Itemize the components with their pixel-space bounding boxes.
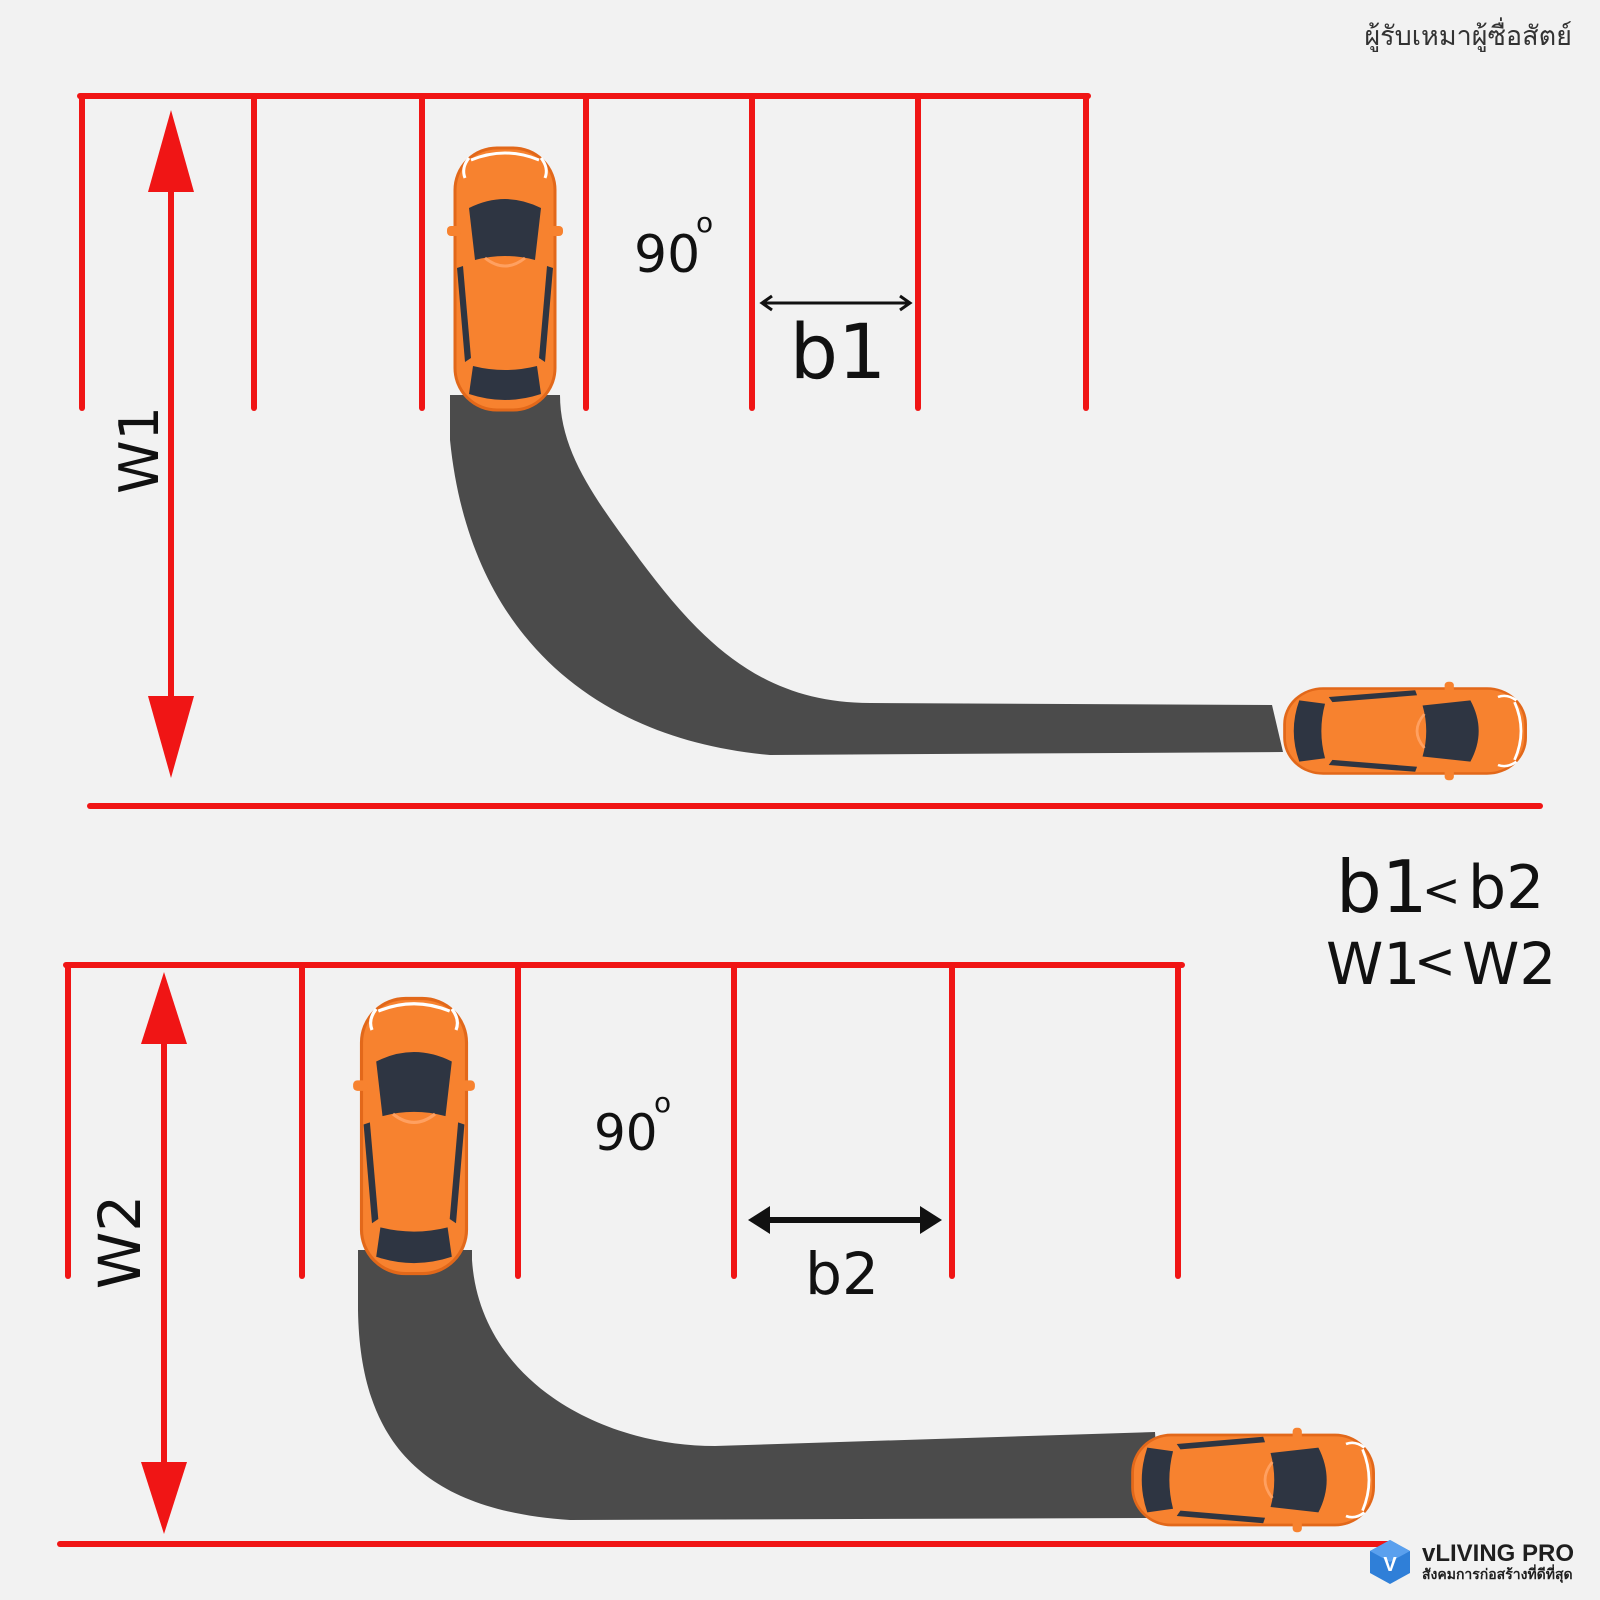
w1-label: W1 bbox=[108, 406, 171, 494]
comparison-b1: b1 bbox=[1336, 845, 1428, 929]
w1-dimension-arrow bbox=[148, 110, 194, 778]
car-parked-top bbox=[445, 146, 565, 412]
comparison: b1 < b2 W1 < W2 bbox=[1326, 845, 1556, 998]
b2-label: b2 bbox=[805, 1240, 879, 1308]
comparison-w1: W1 bbox=[1326, 930, 1420, 998]
car-parked-bottom bbox=[351, 996, 477, 1276]
brand-logo-letter: V bbox=[1383, 1554, 1397, 1576]
angle-label-top: 90 bbox=[634, 225, 700, 285]
b1-label: b1 bbox=[790, 307, 887, 396]
w2-label: W2 bbox=[86, 1195, 154, 1289]
car-entering-bottom bbox=[1131, 1426, 1375, 1534]
turning-path bbox=[358, 1250, 1160, 1520]
degree-symbol-top: o bbox=[696, 206, 713, 239]
brand-logo-icon: V bbox=[1369, 1540, 1410, 1584]
brand-name: vLIVING PRO bbox=[1421, 1540, 1574, 1568]
brand-tagline: สังคมการก่อสร้างที่ดีที่สุด bbox=[1421, 1566, 1573, 1583]
stall-lines bbox=[77, 93, 1543, 809]
b1-dimension-arrow bbox=[759, 294, 913, 312]
comparison-op-2: < bbox=[1414, 932, 1456, 990]
b2-dimension-arrow bbox=[748, 1206, 942, 1234]
degree-symbol-bottom: o bbox=[654, 1086, 671, 1119]
comparison-op-1: < bbox=[1422, 863, 1461, 917]
stall-lines bbox=[57, 962, 1393, 1547]
credit-text: ผู้รับเหมาผู้ซื่อสัตย์ bbox=[1364, 21, 1572, 52]
bottom-diagram: W2 b2 90 o bbox=[57, 962, 1393, 1547]
comparison-b2: b2 bbox=[1468, 853, 1544, 923]
angle-label-bottom: 90 bbox=[594, 1104, 658, 1162]
w2-dimension-arrow bbox=[141, 972, 187, 1534]
brand-footer: V vLIVING PRO สังคมการก่อสร้างที่ดีที่สุ… bbox=[1368, 1538, 1574, 1586]
car-entering-top bbox=[1283, 680, 1527, 782]
turning-path bbox=[450, 395, 1283, 755]
comparison-w2: W2 bbox=[1462, 930, 1556, 998]
top-diagram: W1 b1 90 o bbox=[77, 93, 1543, 809]
